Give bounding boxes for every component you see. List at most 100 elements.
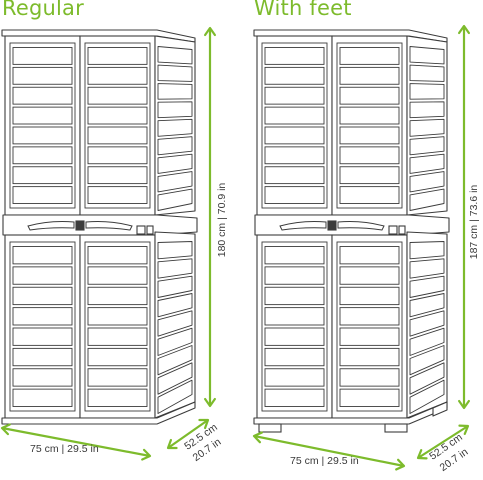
side-louver-slat [409,83,445,100]
louver-slat [264,327,325,346]
side-louver-slat [409,46,445,65]
louver-slat [87,186,148,204]
louver-slat [12,186,73,204]
louver-slat [264,368,325,387]
louver-slat [339,388,400,407]
louver-slat [264,307,325,326]
louver-slat [87,246,148,265]
louver-slat [12,66,73,85]
side-louver-slat [157,64,193,82]
cabinet-with-feet [253,29,450,433]
louver-slat [12,86,73,105]
side-louver-slat [409,101,445,119]
louver-slat [87,266,148,285]
title-with-feet: With feet [254,0,352,20]
title-regular: Regular [2,0,84,20]
side-louver-slat [409,258,445,279]
louver-slat [264,186,325,204]
side-louver-slat [409,345,445,376]
louver-slat [12,327,73,346]
height-label-regular: 180 cm | 70.9 in [216,182,228,258]
hinge-clip [388,225,398,235]
door-latch [75,220,85,231]
louver-slat [87,126,148,145]
hinge-clip [146,225,154,235]
front-left-foot [258,423,282,433]
side-louver-slat [157,293,193,318]
louver-slat [339,106,400,125]
louver-slat [87,86,148,105]
right-door-handle [337,221,385,231]
height-arrow-regular [204,26,216,408]
louver-slat [264,347,325,367]
side-louver-slat [157,171,193,193]
side-louver-slat [409,310,445,337]
depth-arrow-with-feet-shaft [417,425,469,459]
louver-slat [87,47,148,65]
louver-slat [339,146,400,165]
louver-slat [12,146,73,165]
depth-arrow-with-feet-arrowhead [458,424,470,436]
width-arrow-with-feet-arrowhead [395,458,406,471]
louver-slat [12,347,73,367]
height-arrow-with-feet [458,24,470,410]
depth-arrow-regular-shaft [167,419,209,449]
depth-arrow-with-feet-arrowhead [416,448,428,460]
hinge-clip [398,225,406,235]
front-right-foot [384,423,408,433]
side-louver-slat [409,153,445,174]
louver-slat [339,347,400,367]
hinge-clip [136,225,146,235]
louver-slat [339,66,400,85]
louver-slat [87,66,148,85]
side-louver-slat [157,310,193,337]
width-arrow-regular-arrowhead [141,448,152,461]
side-louver-slat [409,362,445,395]
side-louver-slat [409,64,445,82]
louver-slat [339,47,400,65]
side-louver-slat [409,171,445,193]
width-arrow-with-feet-arrowhead [252,431,263,444]
base-plinth [1,401,196,425]
louver-slat [87,368,148,387]
louver-slat [339,266,400,285]
louver-slat [12,307,73,326]
side-louver-slat [409,327,445,356]
louver-slat [264,126,325,145]
louver-slat [12,126,73,145]
side-louver-slat [157,46,193,65]
cabinet-regular [1,29,198,425]
right-door-handle [85,221,133,231]
louver-slat [339,166,400,185]
louver-slat [264,146,325,165]
louver-slat [87,347,148,367]
louver-slat [339,307,400,326]
width-arrow-regular-shaft [1,426,151,458]
side-louver-slat [157,188,193,211]
louver-slat [339,86,400,105]
width-arrow-regular [0,423,152,461]
louver-slat [12,286,73,306]
louver-slat [12,106,73,125]
side-louver-slat [157,258,193,279]
side-louver-slat [409,136,445,156]
height-arrow-with-feet-arrowhead [458,399,470,410]
louver-slat [87,166,148,185]
louver-slat [264,66,325,85]
louver-slat [12,47,73,65]
side-louver-slat [157,345,193,376]
side-louver-slat [409,293,445,318]
side-louver-slat [409,241,445,260]
height-arrow-regular-arrowhead [204,397,216,408]
louver-slat [339,286,400,306]
side-louver-slat [157,83,193,100]
louver-slat [12,166,73,185]
louver-slat [264,286,325,306]
side-louver-slat [157,153,193,174]
side-louver-slat [157,379,193,414]
louver-slat [12,368,73,387]
height-label-with-feet: 187 cm | 73.6 in [468,184,480,260]
door-latch [327,220,337,231]
louver-slat [87,106,148,125]
